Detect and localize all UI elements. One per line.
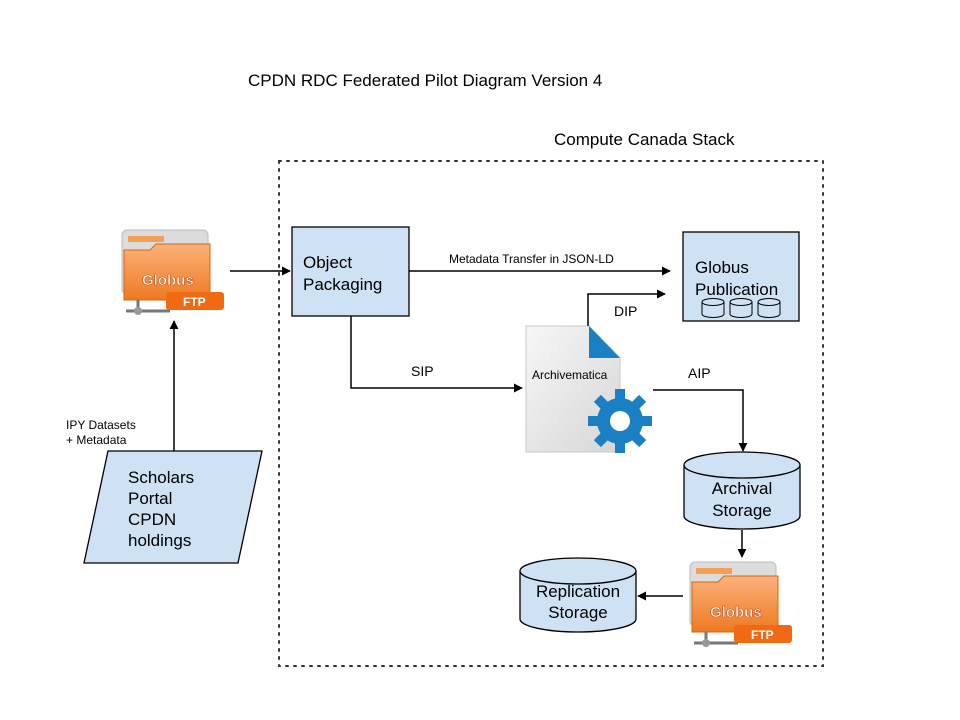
globus-publication-line-1: Globus [695,258,749,277]
ipy-label-line-1: IPY Datasets [66,418,136,432]
arrow-sip [350,316,523,393]
scholars-line-1: Scholars [128,468,194,487]
object-packaging-line-2: Packaging [303,275,382,294]
arrow-dip [587,289,666,326]
scholars-portal-node [83,450,263,564]
ipy-label-line-2: + Metadata [66,433,127,447]
replication-storage-line-1: Replication [536,582,620,601]
scholars-line-2: Portal [128,489,172,508]
dip-label: DIP [614,303,637,319]
archival-storage-line-1: Archival [712,479,772,498]
arrow-aip [653,389,748,452]
archival-storage-line-2: Storage [712,501,772,520]
publication-storage-icons [701,298,781,318]
scholars-line-3: CPDN [128,510,176,529]
replication-storage-line-2: Storage [548,603,608,622]
archival-storage-node [683,451,801,530]
metadata-transfer-label: Metadata Transfer in JSON-LD [449,252,614,266]
globus-source-ftp-label: FTP [183,295,206,309]
sip-label: SIP [411,363,434,379]
globus-publication-line-2: Publication [695,280,778,299]
globus-ftp-source-icon: FTP Globus [121,229,224,315]
scholars-line-4: holdings [128,531,191,550]
aip-label: AIP [688,365,711,381]
gear-icon [588,389,652,453]
globus-source-brand: Globus [142,272,194,289]
globus-ftp-replica-icon: FTP Globus [689,561,792,647]
globus-replica-ftp-label: FTP [751,628,774,642]
compute-canada-stack-boundary [278,160,824,667]
archivematica-label: Archivematica [532,368,608,382]
replication-storage-node [519,557,637,633]
diagram-title: CPDN RDC Federated Pilot Diagram Version… [248,71,602,90]
object-packaging-line-1: Object [303,253,352,272]
object-packaging-node [291,226,410,317]
globus-replica-brand: Globus [710,604,762,621]
stack-label: Compute Canada Stack [554,130,735,149]
